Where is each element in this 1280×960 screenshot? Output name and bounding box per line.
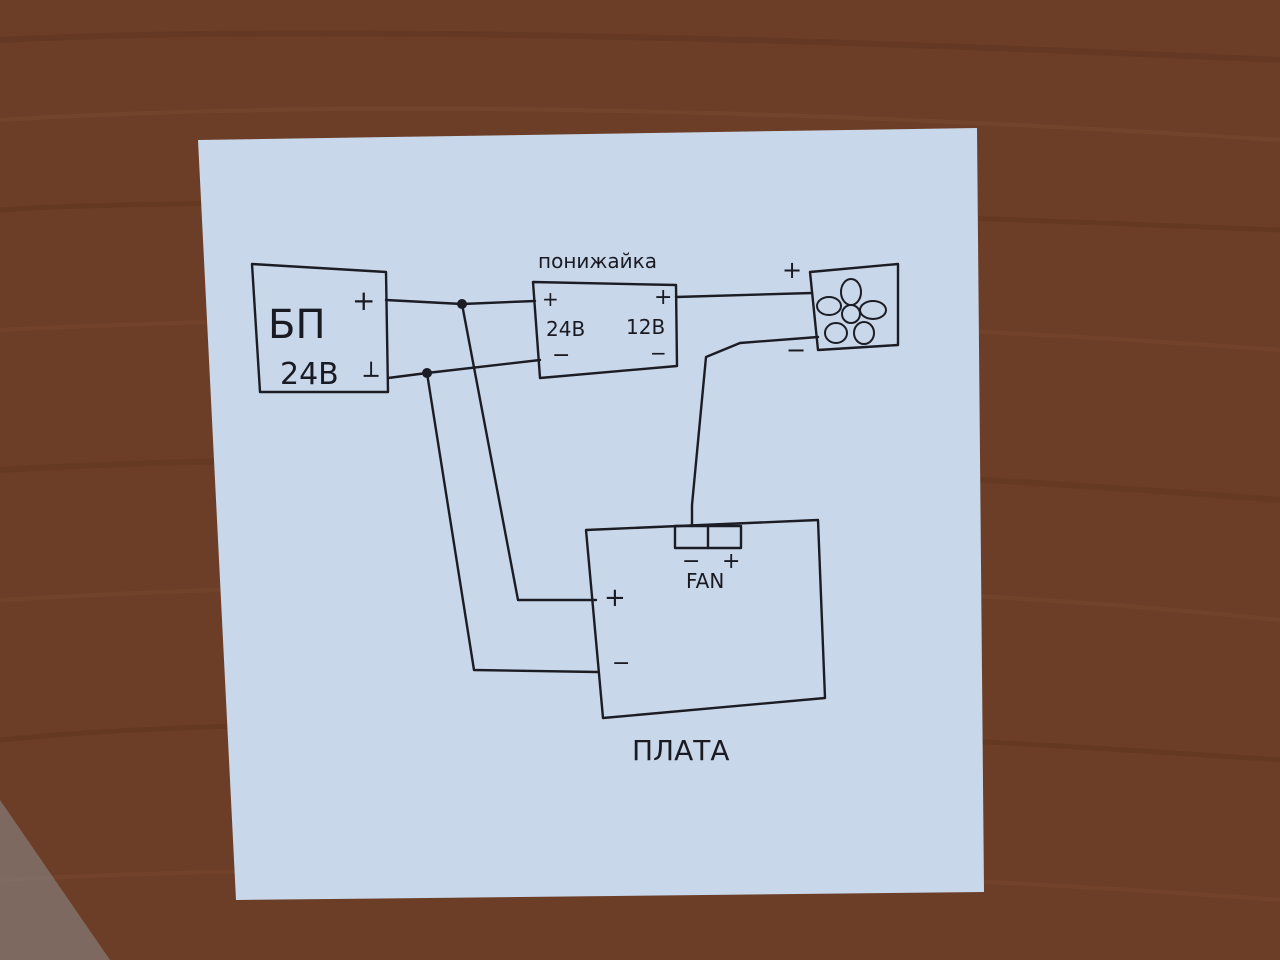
fan-connector-label: FAN [686,569,724,593]
step-down-out-voltage: 12В [626,315,665,339]
power-supply-voltage: 24В [280,357,339,392]
power-supply-name: БП [268,302,326,348]
step-down-title: понижайка [538,249,657,273]
power-supply-plus: + [352,284,375,317]
fan-icon [816,278,887,345]
board-block: − + FAN + − ПЛАТА [584,518,827,767]
fan-outline [808,262,900,352]
step-down-in-minus: − [552,343,570,368]
wire-fan-minus-to-fan-header [690,335,820,528]
step-down-out-plus: + [654,285,672,310]
step-down-out-minus: − [650,341,667,365]
board-plus: + [604,583,626,613]
fan-connector-minus: − [682,549,700,574]
step-down-in-voltage: 24В [546,317,585,341]
wire-stepdown-to-fan-plus [674,291,814,299]
board-minus: − [612,651,630,676]
fan-minus: − [786,336,806,364]
fan-connector-plus: + [722,549,740,574]
step-down-outline [531,280,679,380]
fan-plus: + [782,256,802,284]
wire-plus-to-board [460,302,598,602]
board-name: ПЛАТА [632,734,730,767]
power-supply-block: БП 24В + ┴ [250,262,390,394]
power-supply-minus: ┴ [363,361,379,390]
wiring [384,291,820,674]
paper-sheet [198,128,984,900]
fan-block: + − [782,256,900,364]
board-outline [584,518,827,720]
power-supply-outline [250,262,390,394]
wire-minus-to-board [425,371,600,674]
step-down-in-plus: + [542,287,559,311]
step-down-converter-block: понижайка + 24В − + 12В − [531,249,679,380]
